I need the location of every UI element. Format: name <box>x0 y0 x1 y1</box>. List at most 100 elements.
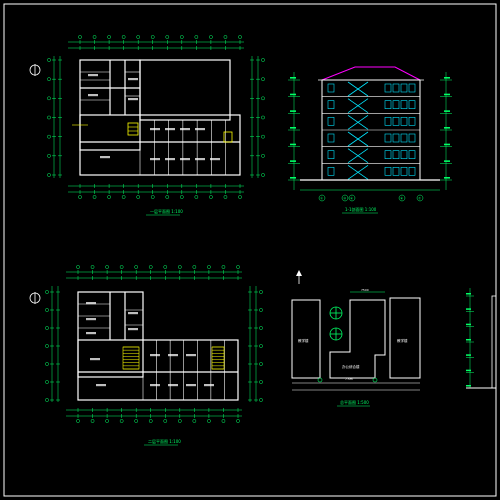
site-right-building-label: 教学楼 <box>397 338 408 343</box>
axis-bubble <box>45 362 49 366</box>
room-label-mark <box>86 302 96 305</box>
axis-bubble <box>136 195 141 199</box>
fp1-room-labels <box>88 74 220 161</box>
stair-flight <box>347 115 369 130</box>
axis-bubble <box>207 265 211 269</box>
room-label-mark <box>186 354 196 357</box>
axis-bubble <box>236 265 240 269</box>
axis-bubble <box>398 194 406 202</box>
window <box>408 100 416 109</box>
site-road-label: 7.5m <box>345 377 353 381</box>
axis-bubble <box>165 35 170 39</box>
stair-flight <box>347 165 369 180</box>
window <box>384 117 392 126</box>
window <box>384 167 392 176</box>
axis-label: ③ <box>343 197 346 201</box>
window <box>392 100 400 109</box>
axis-bubble <box>221 419 226 423</box>
room-label-mark <box>180 128 190 131</box>
axis-bubble <box>47 77 51 82</box>
axis-bubble <box>259 380 263 384</box>
window <box>400 117 408 126</box>
sheet-border <box>3 3 497 497</box>
axis-bubble <box>136 35 141 39</box>
site-caption: 总平面图 1:500 <box>340 399 369 405</box>
site-left-building <box>291 299 321 379</box>
site-plan: 教学楼 办公综合楼 教学楼 7500 7.5m 总平面图 1:500 <box>291 270 421 407</box>
axis-bubble <box>134 265 139 269</box>
room-label-mark <box>150 354 160 357</box>
window <box>327 167 335 176</box>
axis-bubble <box>76 265 80 269</box>
window <box>392 167 400 176</box>
window <box>408 117 416 126</box>
axis-bubble <box>121 35 126 39</box>
axis-bubble <box>45 326 49 330</box>
axis-bubble <box>223 195 228 199</box>
room-label-mark <box>195 128 205 131</box>
axis-bubble <box>223 35 228 39</box>
window <box>408 167 416 176</box>
room-label-mark <box>186 384 196 387</box>
site-right-building <box>389 297 421 379</box>
axis-bubble <box>238 195 242 199</box>
axis-bubble <box>261 115 265 120</box>
axis-bubble <box>148 419 153 423</box>
site-left-building-label: 教学楼 <box>298 338 309 343</box>
axis-bubble <box>150 35 155 39</box>
axis-bubble <box>47 96 51 101</box>
room-label-mark <box>128 328 138 331</box>
site-center-building-label: 办公综合楼 <box>342 364 360 369</box>
axis-bubble <box>45 398 49 402</box>
floor-plan-2: 二层平面图 1:100 <box>29 265 263 446</box>
window <box>327 83 335 93</box>
site-top-dim: 7500 <box>361 288 369 292</box>
axis-bubble <box>259 344 263 348</box>
window <box>392 150 400 159</box>
axis-bubble <box>47 173 51 177</box>
axis-bubble <box>163 419 168 423</box>
room-label-mark <box>86 332 96 335</box>
axis-bubble <box>76 419 80 423</box>
axis-bubble <box>318 194 326 202</box>
axis-label: ⑥ <box>400 197 404 201</box>
axis-bubble <box>236 419 240 423</box>
axis-bubble <box>261 96 265 101</box>
axis-bubble <box>259 326 263 330</box>
axis-bubble <box>261 173 265 177</box>
axis-bubble <box>90 265 95 269</box>
section-windows <box>327 83 416 176</box>
axis-bubble <box>78 195 82 199</box>
fp2-walls <box>77 291 239 401</box>
window <box>408 150 416 159</box>
room-label-mark <box>204 384 214 387</box>
room-label-mark <box>96 384 106 387</box>
axis-bubble <box>238 35 242 39</box>
axis-bubble <box>47 134 51 139</box>
window <box>400 167 408 176</box>
axis-bubble <box>148 265 153 269</box>
room-label-mark <box>165 128 175 131</box>
axis-bubble <box>259 290 263 294</box>
axis-bubble <box>209 35 213 39</box>
axis-bubble <box>165 195 170 199</box>
axis-bubble <box>207 419 211 423</box>
section-level-marks <box>288 72 452 190</box>
axis-bubble <box>259 398 263 402</box>
axis-label: ④ <box>350 197 353 201</box>
room-label-mark <box>150 384 160 387</box>
room-label-mark <box>90 358 100 361</box>
axis-bubble <box>179 195 184 199</box>
window <box>400 83 408 93</box>
axis-bubble <box>163 265 168 269</box>
stair-flight <box>347 98 369 113</box>
room-label-mark <box>180 158 190 161</box>
axis-bubble <box>134 419 139 423</box>
room-label-mark <box>150 128 160 131</box>
axis-bubble <box>194 35 199 39</box>
axis-bubble <box>150 195 155 199</box>
window <box>392 133 400 143</box>
room-label-mark <box>128 78 138 81</box>
